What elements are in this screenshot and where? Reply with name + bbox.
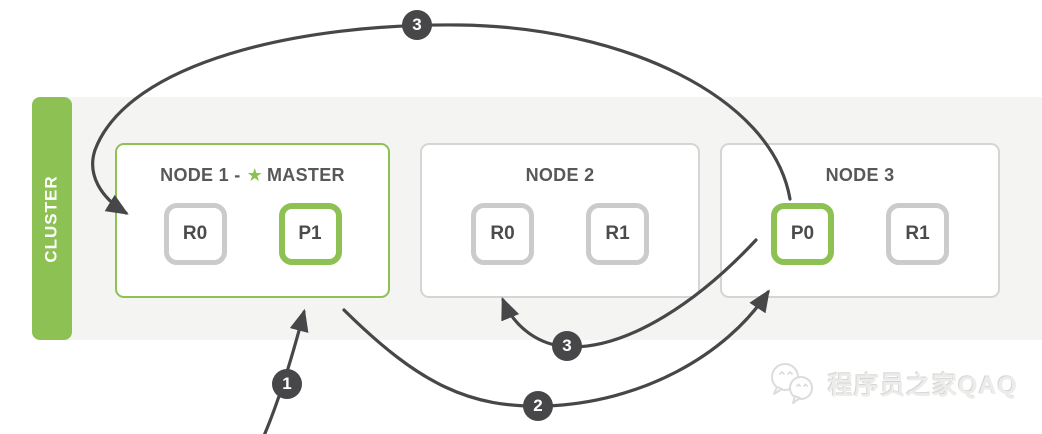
step-badge-1: 1 bbox=[272, 369, 302, 399]
chat-bubbles-icon bbox=[771, 363, 813, 404]
step-badge-3-mid: 3 bbox=[552, 331, 582, 361]
node-3-title-text: NODE 3 bbox=[825, 165, 895, 185]
node-3-shards: P0 R1 bbox=[771, 203, 949, 265]
node-2-box: NODE 2 R0 R1 bbox=[420, 143, 700, 298]
node-1-master-label: MASTER bbox=[267, 165, 345, 185]
cluster-label: CLUSTER bbox=[42, 174, 61, 263]
shard-p1-node1: P1 bbox=[278, 203, 342, 265]
node-1-title: NODE 1 - ★ MASTER bbox=[160, 165, 345, 186]
node-1-title-text: NODE 1 - bbox=[160, 165, 241, 185]
node-1-box: NODE 1 - ★ MASTER R0 P1 bbox=[115, 143, 390, 298]
shard-r0-node1: R0 bbox=[163, 203, 227, 265]
master-star-icon: ★ bbox=[246, 164, 264, 185]
step-badge-2: 2 bbox=[523, 391, 553, 421]
watermark: 程序员之家QAQ bbox=[768, 360, 1018, 408]
shard-p0-node3: P0 bbox=[771, 203, 834, 265]
shard-r0-node2: R0 bbox=[471, 203, 534, 265]
node-1-shards: R0 P1 bbox=[163, 203, 342, 265]
shard-r1-node3: R1 bbox=[886, 203, 949, 265]
node-2-title-text: NODE 2 bbox=[525, 165, 595, 185]
node-3-title: NODE 3 bbox=[826, 165, 895, 186]
shard-r1-node2: R1 bbox=[586, 203, 649, 265]
watermark-text: 程序员之家QAQ bbox=[828, 372, 1018, 400]
step-badge-3-top: 3 bbox=[402, 10, 432, 40]
node-2-title: NODE 2 bbox=[526, 165, 595, 186]
node-2-shards: R0 R1 bbox=[471, 203, 649, 265]
cluster-tab: CLUSTER bbox=[32, 97, 72, 340]
node-3-box: NODE 3 P0 R1 bbox=[720, 143, 1000, 298]
